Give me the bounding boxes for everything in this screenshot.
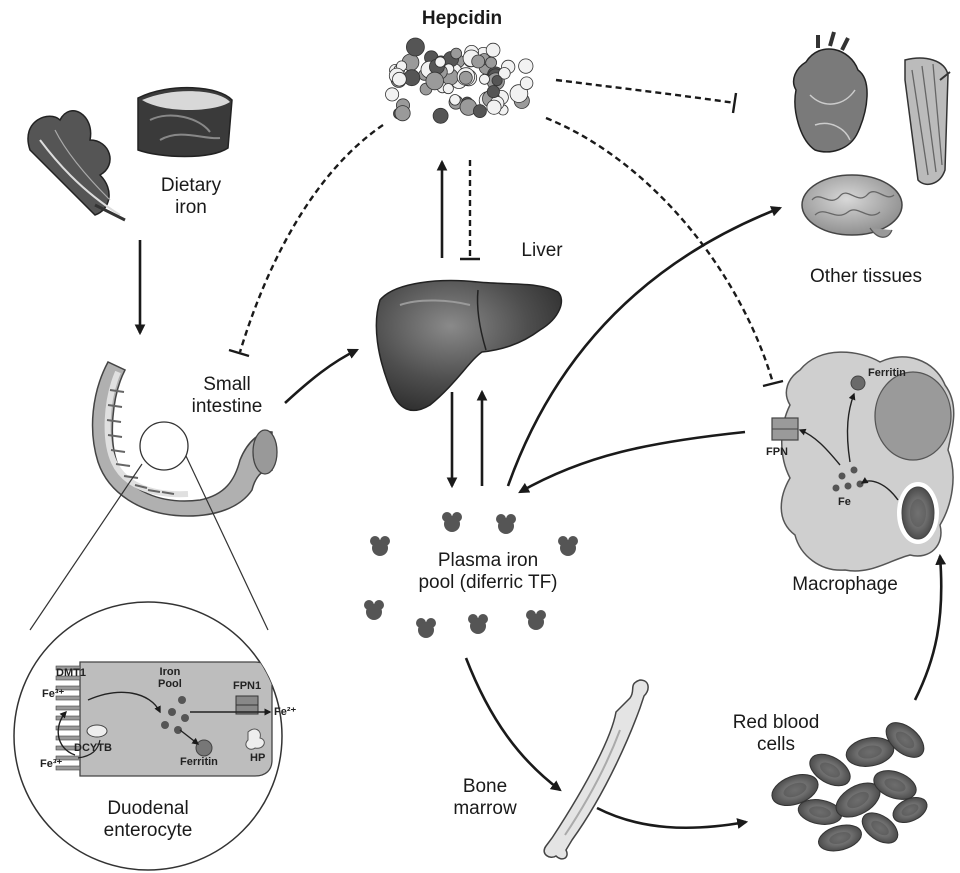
inhibit-tissues [556,80,735,103]
bone-marrow-label: Bone marrow [440,776,530,820]
duodenal-enterocyte-label: Duodenal enterocyte [80,798,216,842]
hepcidin-atom [480,74,490,84]
hepcidin-atom [487,86,499,98]
hepcidin-atom [395,106,410,121]
small-intestine-label: Small intestine [172,374,282,418]
hepcidin-atom [472,55,485,68]
transferrin-molecule [364,600,384,620]
hepcidin-atom [459,71,472,84]
hepcidin-atom [433,108,448,123]
red-blood-cells-label: Red blood cells [716,712,836,756]
transferrin-molecule [370,536,390,556]
microvillus [56,716,80,720]
liver-icon [376,281,561,411]
enterocyte-ferritin-label: Ferritin [180,756,218,768]
transferrin-molecule [496,514,516,534]
hepcidin-atom [487,100,501,114]
transferrin-molecule [526,610,546,630]
hepcidin-label: Hepcidin [402,8,522,30]
hepcidin-atom [451,48,462,59]
hepcidin-atom [393,72,407,86]
transferrin-molecule [416,618,436,638]
muscle-icon [905,58,950,184]
hepcidin-atom [492,76,502,86]
hepcidin-atom [520,77,533,90]
hepcidin-atom [486,57,497,68]
arrow-intestine-to-liver [285,350,357,403]
enterocyte-fe3-bottom-label: Fe³⁺ [40,758,62,770]
enterocyte-dmt1-label: DMT1 [56,667,86,679]
enterocyte-fe2-label: Fe²⁺ [274,706,296,718]
macrophage-fe-label: Fe [838,496,851,508]
arrow-plasma-to-bone [466,658,560,790]
hepcidin-atom [473,105,486,118]
enterocyte-fe3-top-label: Fe³⁺ [42,688,64,700]
inhibit-intestine [240,125,383,352]
brain-icon [802,175,902,237]
transferrin-molecule [442,512,462,532]
enterocyte-hp-label: HP [250,752,265,764]
hepcidin-atom [443,84,453,94]
hepcidin-atom [450,95,461,106]
hepcidin-atom [426,72,444,90]
enterocyte-fpn1-label: FPN1 [233,680,261,692]
macrophage-label: Macrophage [770,574,920,596]
arrow-bone-to-rbc [597,808,746,828]
dietary-iron-label: Dietary iron [136,175,246,219]
inhibit-macrophage [546,118,773,383]
hepcidin-atom [435,57,445,67]
macrophage-fpn-label: FPN [766,446,788,458]
transferrin-molecule [468,614,488,634]
red-blood-cell [816,821,865,856]
heart-icon [794,32,867,152]
hepcidin-atom [406,38,424,56]
microvillus [56,726,80,730]
hepcidin-atom [386,88,399,101]
microvillus [56,706,80,710]
bone-icon [544,680,648,859]
macrophage-ferritin-label: Ferritin [868,367,906,379]
leafy-greens-icon [28,111,125,220]
enterocyte-dcytb-label: DCYTB [74,742,112,754]
arrow-macrophage-to-plasma [520,432,745,492]
meat-steak-icon [138,88,232,157]
liver-label: Liver [508,240,576,262]
hepcidin-atom [519,59,533,73]
enterocyte-iron-pool-label: Iron Pool [158,666,182,690]
plasma-iron-pool-label: Plasma iron pool (diferric TF) [388,550,588,594]
macrophage-cell-icon [772,352,954,571]
other-tissues-label: Other tissues [786,266,946,288]
hepcidin-molecule-icon [386,38,534,123]
